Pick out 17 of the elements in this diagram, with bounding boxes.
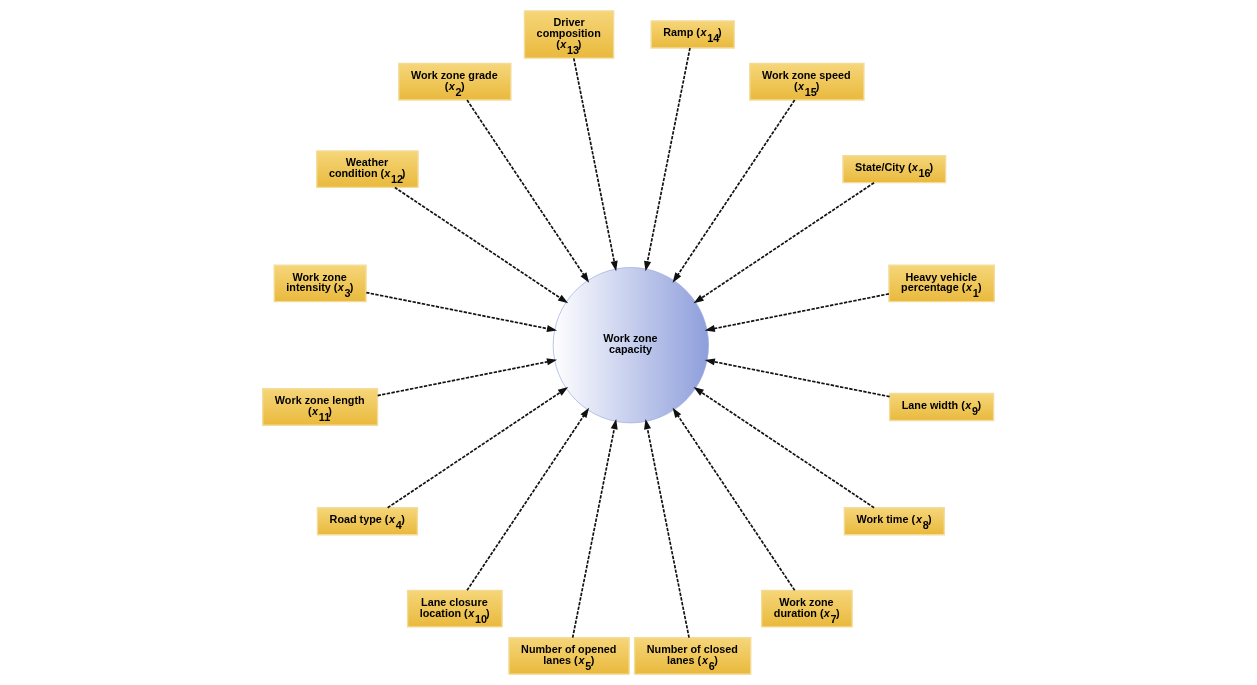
arrow [571,419,618,639]
arrow [466,407,590,592]
arrow [704,293,890,333]
arrow [672,407,796,592]
arrow [644,419,690,639]
arrow [644,47,691,272]
arrow [704,358,891,398]
arrow [376,358,558,397]
arrow [466,99,590,283]
arrow [365,291,558,333]
arrow [572,57,618,272]
arrow [672,99,796,283]
arrow [394,186,569,304]
node-circle: Work zone capacity [552,267,709,424]
arrow [693,387,875,509]
arrow [693,181,875,304]
arrow [386,387,569,509]
